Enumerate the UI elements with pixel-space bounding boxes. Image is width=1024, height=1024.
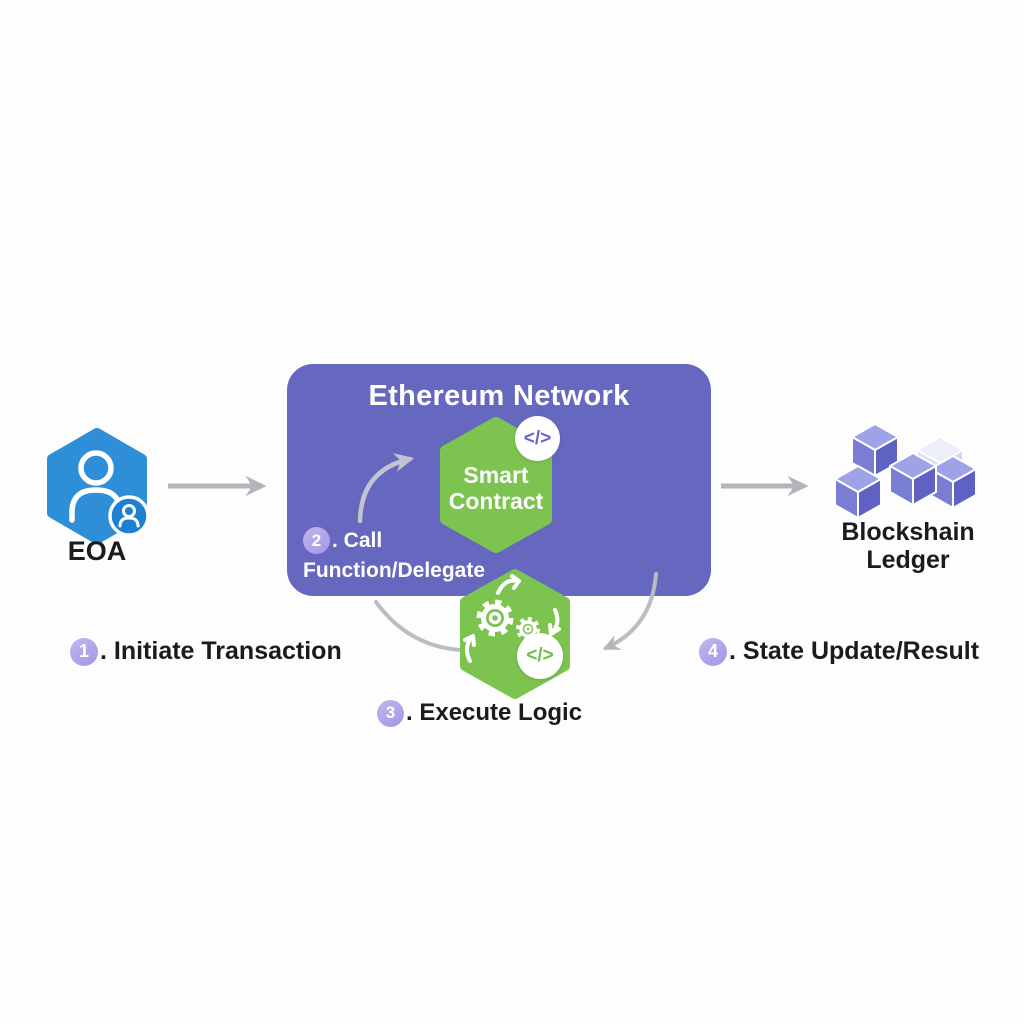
person-badge-icon: [108, 495, 150, 537]
ledger-label: Blockshain Ledger: [808, 518, 1008, 574]
step-2-badge: 2: [303, 527, 330, 554]
step-2-line1: . Call: [332, 528, 383, 552]
eoa-label: EOA: [67, 536, 127, 566]
network-title: Ethereum Network: [368, 380, 630, 412]
smart-contract-line2: Contract: [448, 488, 544, 514]
curve-execute-return: [374, 600, 462, 652]
step-2-line2: Function/Delegate: [303, 559, 486, 582]
ledger-line2: Ledger: [866, 546, 950, 574]
code-icon-execute: </>: [517, 633, 563, 679]
code-glyph-execute: </>: [526, 645, 554, 666]
eoa-node: [47, 428, 150, 544]
cube-bottom-left: [834, 465, 882, 519]
execute-logic-node: [460, 569, 570, 699]
step-3-label: . Execute Logic: [406, 699, 583, 726]
ledger-line1: Blockshain: [841, 518, 975, 546]
cube-bottom-middle: [889, 452, 937, 506]
step-2-call-function: 2 . Call Function/Delegate: [303, 527, 485, 583]
step-1-label: . Initiate Transaction: [100, 637, 342, 665]
step-1-badge: 1: [70, 637, 98, 666]
code-icon: </>: [515, 416, 560, 461]
smart-contract-label: Smart Contract: [436, 462, 556, 514]
gears-icon: [476, 599, 540, 641]
code-glyph: </>: [523, 427, 552, 449]
step-1-initiate-transaction: 1 . Initiate Transaction: [70, 637, 342, 666]
ethereum-network-box: Ethereum Network: [287, 364, 711, 596]
step-3-execute-logic: 3 . Execute Logic: [377, 699, 582, 727]
step-3-badge: 3: [377, 699, 404, 727]
smart-contract-line1: Smart: [463, 462, 529, 488]
cycle-arrows-icon: [463, 574, 561, 663]
step-4-state-update: 4 . State Update/Result: [699, 637, 979, 666]
step-4-label: . State Update/Result: [729, 637, 980, 665]
step-4-badge: 4: [699, 637, 727, 666]
blockchain-cubes-icon: [834, 423, 977, 519]
